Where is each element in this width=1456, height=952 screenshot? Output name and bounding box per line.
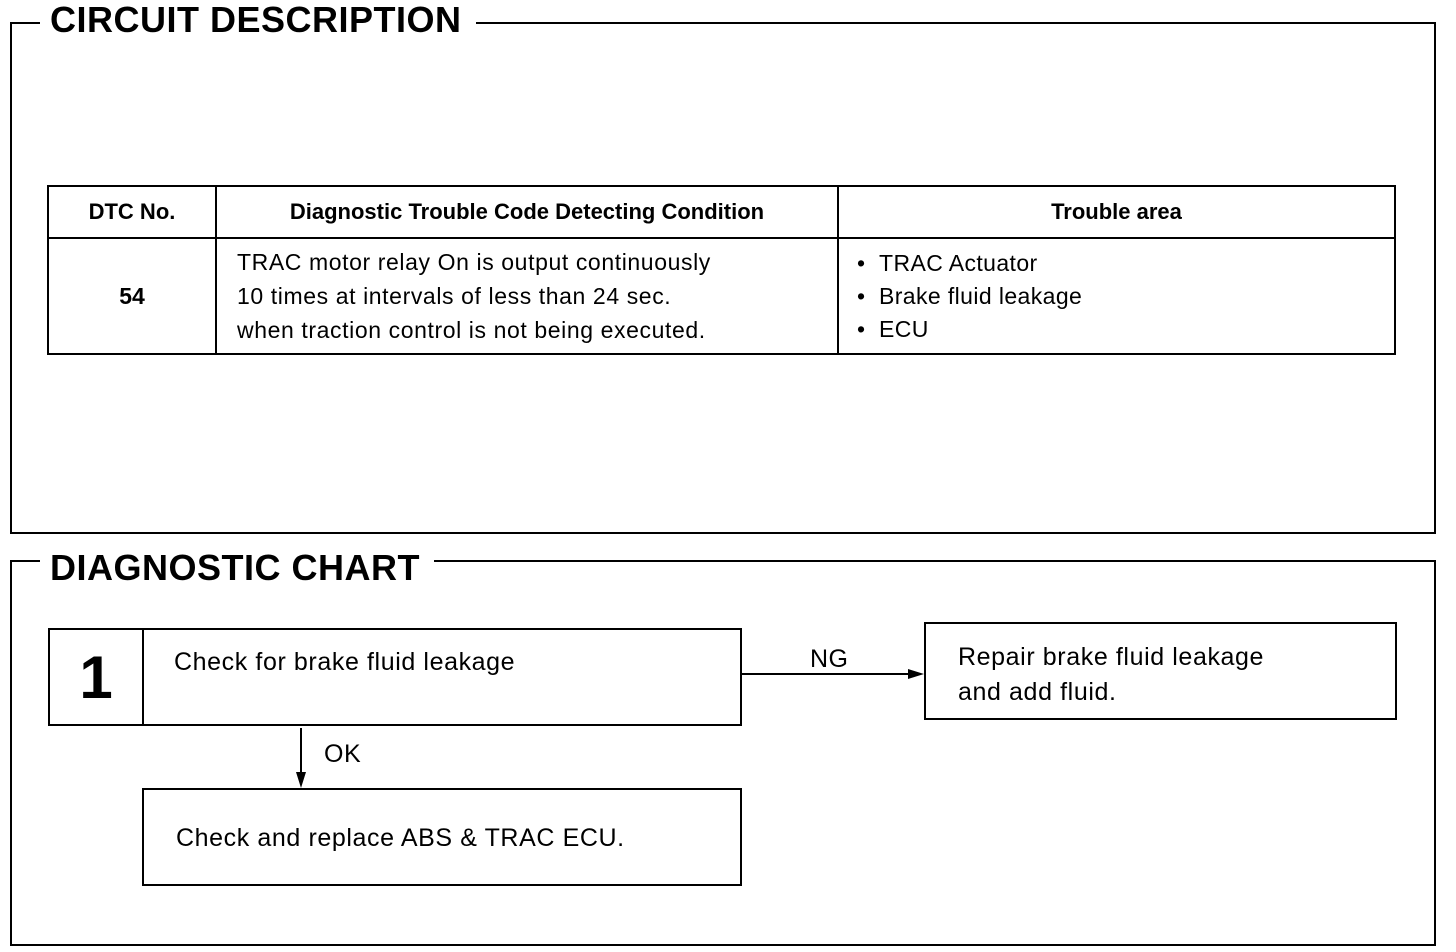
- ng-result-text: Repair brake fluid leakage and add fluid…: [958, 640, 1264, 710]
- step-number: 1: [50, 630, 144, 724]
- header-detecting-condition: Diagnostic Trouble Code Detecting Condit…: [215, 185, 839, 239]
- ok-result-text: Check and replace ABS & TRAC ECU.: [176, 824, 625, 852]
- header-dtc-no: DTC No.: [47, 185, 217, 239]
- table-row: 54 TRAC motor relay On is output continu…: [47, 237, 1396, 355]
- list-item: • ECU: [857, 313, 1376, 346]
- circuit-description-frame: [10, 22, 1436, 534]
- list-item: • Brake fluid leakage: [857, 280, 1376, 313]
- trouble-area-item: ECU: [879, 315, 929, 342]
- trouble-area-item: Brake fluid leakage: [879, 282, 1083, 309]
- condition-line: when traction control is not being execu…: [237, 317, 706, 343]
- ng-result-line: Repair brake fluid leakage: [958, 643, 1265, 671]
- step-1-box: 1 Check for brake fluid leakage: [48, 628, 742, 726]
- ok-result-box: Check and replace ABS & TRAC ECU.: [142, 788, 742, 886]
- dtc-number: 54: [47, 237, 217, 355]
- trouble-area-list: • TRAC Actuator • Brake fluid leakage • ECU: [837, 237, 1396, 355]
- step-1-text: Check for brake fluid leakage: [174, 648, 516, 676]
- ng-label: NG: [810, 645, 849, 673]
- dtc-table-header-row: DTC No. Diagnostic Trouble Code Detectin…: [47, 185, 1396, 239]
- condition-line: TRAC motor relay On is output continuous…: [237, 249, 711, 275]
- ok-label: OK: [324, 740, 362, 768]
- circuit-description-title: CIRCUIT DESCRIPTION: [40, 0, 476, 40]
- detecting-condition: TRAC motor relay On is output continuous…: [215, 237, 839, 355]
- list-item: • TRAC Actuator: [857, 247, 1376, 280]
- ng-result-line: and add fluid.: [958, 678, 1117, 706]
- trouble-area-item: TRAC Actuator: [879, 249, 1038, 276]
- bullet-icon: •: [857, 249, 866, 276]
- diagnostic-chart-title: DIAGNOSTIC CHART: [40, 548, 434, 588]
- bullet-icon: •: [857, 315, 866, 342]
- header-trouble-area: Trouble area: [837, 185, 1396, 239]
- ng-result-box: Repair brake fluid leakage and add fluid…: [924, 622, 1397, 720]
- bullet-icon: •: [857, 282, 866, 309]
- dtc-table: DTC No. Diagnostic Trouble Code Detectin…: [47, 185, 1396, 355]
- ok-arrow: [296, 728, 306, 788]
- diagnostic-chart-frame: [10, 560, 1436, 946]
- condition-line: 10 times at intervals of less than 24 se…: [237, 283, 672, 309]
- ng-arrow: [742, 669, 924, 679]
